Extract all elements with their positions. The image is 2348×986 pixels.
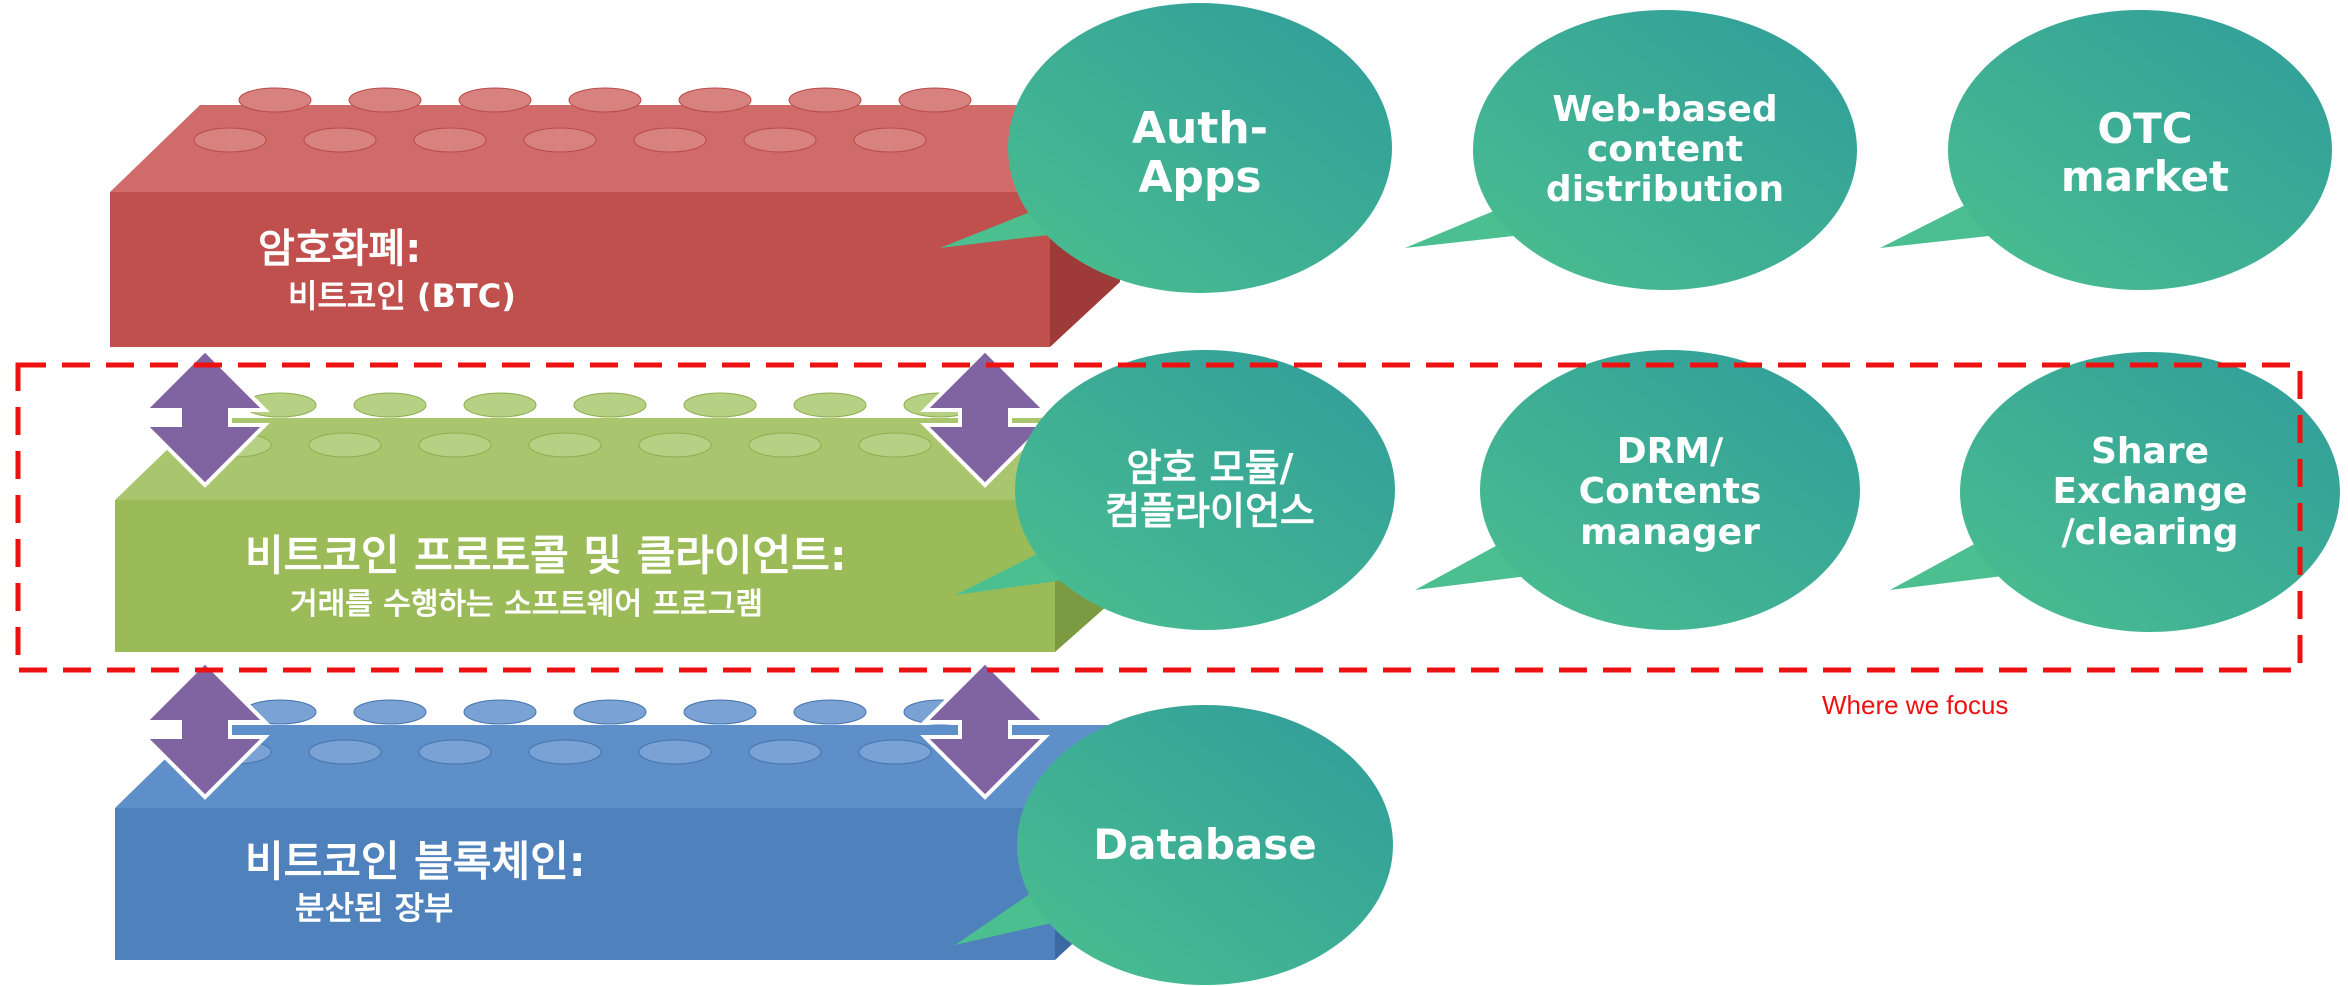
double-arrow-icon [140, 659, 270, 800]
double-arrow-icon [140, 347, 270, 488]
bubble-crypto-module [955, 350, 1395, 630]
double-arrow-icon [920, 659, 1050, 800]
brick-crypto [110, 87, 1120, 347]
brick-crypto-studs [193, 87, 972, 153]
bubble-database-label: Database [1093, 820, 1317, 870]
layer-crypto-subtitle: 비트코인 (BTC) [288, 277, 516, 315]
layer-arrows [140, 347, 1050, 800]
focus-region [15, 362, 2303, 673]
bubble-otc [1880, 10, 2332, 290]
bubble-auth-apps [940, 3, 1392, 293]
layer-blockchain-title: 비트코인 블록체인: [245, 837, 586, 886]
layer-blockchain-subtitle: 분산된 장부 [295, 889, 454, 927]
bubble-auth-apps-label: Auth-Apps [1132, 102, 1268, 203]
layer-crypto-title: 암호화폐: [258, 226, 422, 272]
bubble-web-content [1405, 10, 1857, 290]
layer-protocol-title: 비트코인 프로토콜 및 클라이언트: [245, 531, 847, 580]
bubble-drm [1415, 350, 1860, 630]
brick-protocol [115, 392, 1125, 652]
bubble-share-exchange [1890, 352, 2340, 632]
speech-bubbles [940, 3, 2340, 985]
bubble-crypto-module-label: 암호 모듈/컴플라이언스 [1105, 446, 1315, 533]
double-arrow-icon [920, 347, 1050, 488]
layer-protocol-subtitle: 거래를 수행하는 소프트웨어 프로그램 [290, 587, 763, 622]
bubble-database [955, 705, 1393, 985]
focus-label: Where we focus [1822, 690, 2009, 720]
